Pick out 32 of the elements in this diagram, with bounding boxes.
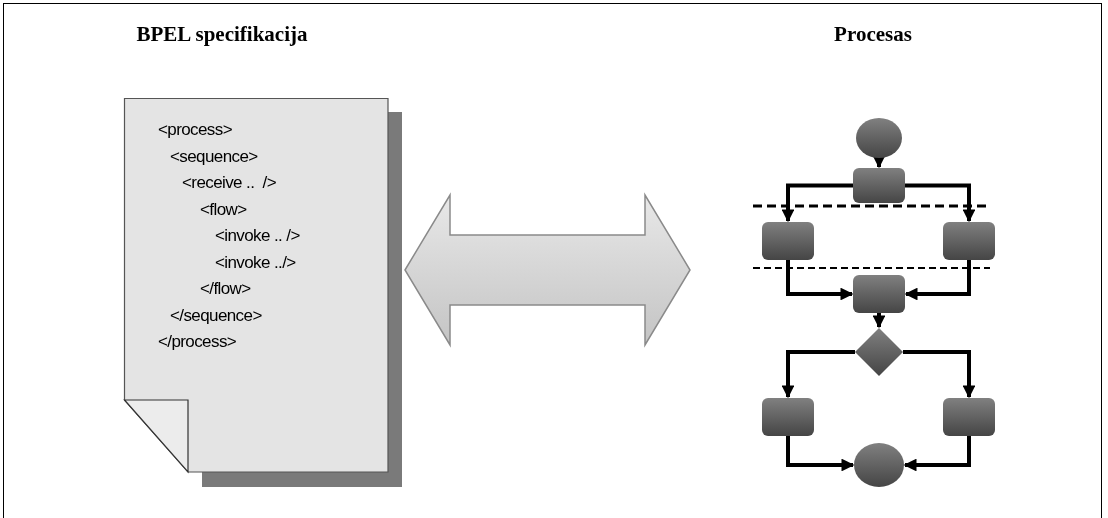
arrow [872, 155, 886, 169]
arrow [781, 350, 855, 399]
code-line: <invoke ../> [215, 252, 296, 273]
arrow [872, 313, 886, 329]
code-line: </flow> [200, 279, 251, 299]
heading: Procesas [834, 22, 912, 47]
ellipse-node [856, 118, 902, 158]
process-box [853, 168, 905, 203]
document-page [124, 98, 402, 487]
arrow [786, 260, 854, 301]
code-line: <invoke .. /> [215, 226, 300, 246]
double-arrow [404, 192, 691, 348]
code-line: <receive .. /> [182, 173, 276, 193]
process-box [853, 275, 905, 313]
process-box [762, 398, 814, 436]
arrow [903, 436, 971, 472]
code-line: </sequence> [170, 305, 262, 326]
arrow [786, 436, 855, 472]
code-line: </process> [158, 332, 237, 352]
code-line: <sequence> [170, 146, 258, 167]
process-box [762, 222, 814, 260]
decision-diamond [855, 328, 903, 376]
process-box [943, 398, 995, 436]
heading: BPEL specifikacija [136, 22, 308, 47]
process-box [943, 222, 995, 260]
code-line: <flow> [200, 199, 247, 220]
arrow [905, 183, 976, 223]
arrow [903, 350, 976, 399]
code-line: <process> [158, 120, 232, 140]
ellipse-node [854, 443, 904, 487]
arrow [904, 260, 971, 301]
arrow [781, 183, 853, 223]
